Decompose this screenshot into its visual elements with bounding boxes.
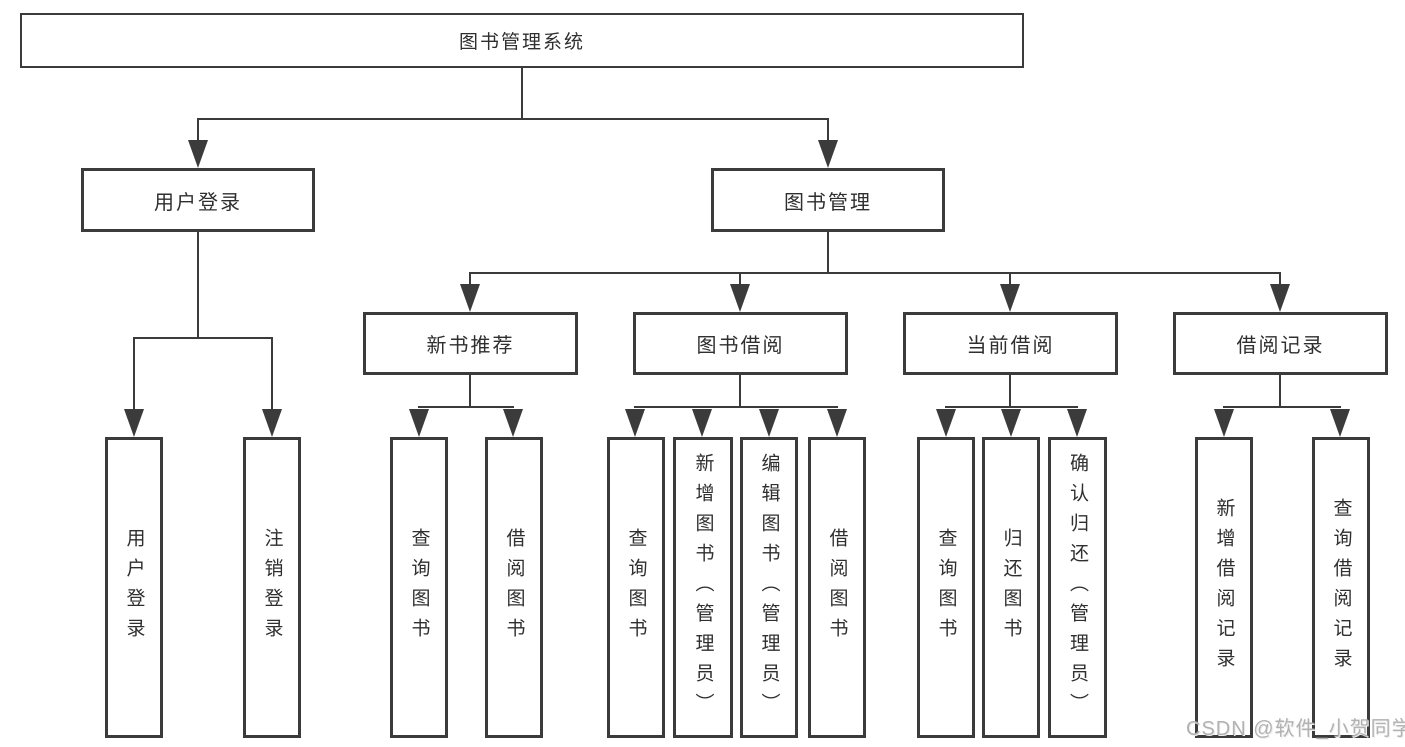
connector-borrow-branch	[634, 406, 838, 408]
arrow-down-icon	[759, 409, 779, 437]
connector-stub-l3	[1279, 272, 1281, 286]
leaf-query-borrow-record: 查询借阅记录	[1312, 437, 1370, 738]
arrow-down-icon	[1067, 409, 1087, 437]
arrow-down-icon	[188, 140, 208, 168]
arrow-down-icon	[1330, 409, 1350, 437]
node-book-management: 图书管理	[711, 168, 945, 232]
leaf-label: 新增图书（管理员）	[692, 452, 714, 723]
node-new-book-recommend: 新书推荐	[363, 312, 578, 375]
connector-stub-l3	[1009, 272, 1011, 286]
leaf-query-books-borrow: 查询图书	[607, 437, 665, 738]
connector-records-branch	[1223, 406, 1341, 408]
leaf-query-books-recommend: 查询图书	[390, 437, 448, 738]
leaf-edit-book-admin: 编辑图书（管理员）	[740, 437, 798, 738]
arrow-down-icon	[827, 409, 847, 437]
leaf-label: 归还图书	[1000, 527, 1022, 648]
node-current-borrow-label: 当前借阅	[966, 335, 1055, 357]
leaf-label: 查询图书	[625, 527, 647, 648]
node-book-borrow: 图书借阅	[633, 312, 848, 375]
connector-current-branch	[945, 406, 1078, 408]
arrow-down-icon	[1270, 284, 1290, 312]
leaf-borrow-books-recommend: 借阅图书	[485, 437, 543, 738]
arrow-down-icon	[1001, 409, 1021, 437]
leaf-label: 注销登录	[261, 527, 283, 648]
csdn-watermark: CSDN @软件_小贺同学	[1186, 718, 1405, 740]
leaf-label: 借阅图书	[826, 527, 848, 648]
connector-userlogin-branch	[133, 337, 273, 339]
node-root-label: 图书管理系统	[458, 32, 585, 53]
node-book-borrow-label: 图书借阅	[696, 335, 785, 357]
leaf-user-login: 用户登录	[105, 437, 163, 738]
node-current-borrow: 当前借阅	[903, 312, 1118, 375]
connector-bookmgmt-branch	[469, 272, 1281, 274]
node-new-book-recommend-label: 新书推荐	[426, 335, 515, 357]
leaf-label: 查询借阅记录	[1330, 497, 1352, 678]
leaf-add-borrow-record: 新增借阅记录	[1195, 437, 1253, 738]
leaf-return-book: 归还图书	[982, 437, 1040, 738]
connector-stub-book-mgmt	[827, 118, 829, 144]
leaf-label: 新增借阅记录	[1213, 497, 1235, 678]
connector-stub-user-login	[197, 118, 199, 144]
leaf-label: 确认归还（管理员）	[1067, 452, 1088, 723]
connector-borrow-drop	[739, 375, 741, 406]
leaf-add-book-admin: 新增图书（管理员）	[673, 437, 733, 738]
leaf-label: 借阅图书	[503, 527, 525, 648]
connector-stub-leaf	[271, 337, 273, 411]
arrow-down-icon	[1000, 284, 1020, 312]
connector-recommend-drop	[469, 375, 471, 406]
connector-records-drop	[1279, 375, 1281, 406]
leaf-label: 编辑图书（管理员）	[758, 452, 780, 723]
arrow-down-icon	[730, 284, 750, 312]
connector-current-drop	[1009, 375, 1011, 406]
connector-stub-leaf	[133, 337, 135, 411]
arrow-down-icon	[460, 284, 480, 312]
connector-bookmgmt-drop	[827, 232, 829, 272]
arrow-down-icon	[124, 409, 144, 437]
connector-userlogin-drop	[197, 232, 199, 337]
arrow-down-icon	[625, 409, 645, 437]
arrow-down-icon	[692, 409, 712, 437]
leaf-label: 查询图书	[935, 527, 957, 648]
arrow-down-icon	[936, 409, 956, 437]
leaf-label: 查询图书	[408, 527, 430, 648]
connector-stub-l3	[739, 272, 741, 286]
connector-recommend-branch	[418, 406, 514, 408]
arrow-down-icon	[1214, 409, 1234, 437]
node-book-management-label: 图书管理	[784, 191, 872, 214]
leaf-confirm-return-admin: 确认归还（管理员）	[1048, 437, 1107, 738]
node-borrow-records-label: 借阅记录	[1236, 335, 1325, 357]
node-borrow-records: 借阅记录	[1173, 312, 1388, 375]
arrow-down-icon	[818, 140, 838, 168]
connector-root-drop	[521, 68, 523, 118]
leaf-label: 用户登录	[123, 527, 145, 648]
arrow-down-icon	[503, 409, 523, 437]
leaf-logout-login: 注销登录	[243, 437, 301, 738]
connector-root-branch	[197, 118, 829, 120]
connector-stub-l3	[469, 272, 471, 286]
node-user-login-label: 用户登录	[154, 191, 242, 214]
arrow-down-icon	[409, 409, 429, 437]
arrow-down-icon	[262, 409, 282, 437]
node-root: 图书管理系统	[20, 13, 1024, 68]
node-user-login: 用户登录	[81, 168, 315, 232]
leaf-query-books-current: 查询图书	[917, 437, 975, 738]
leaf-borrow-books-2: 借阅图书	[808, 437, 866, 738]
